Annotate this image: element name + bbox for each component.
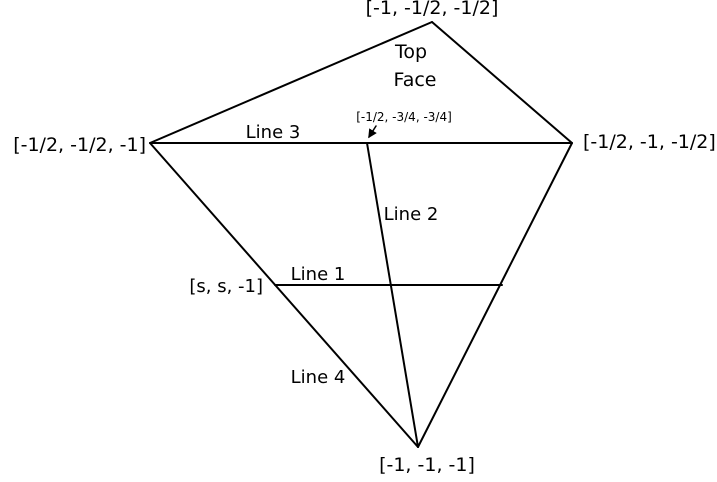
vertex-bottom-label: [-1, -1, -1] — [379, 454, 475, 476]
vertex-top-label: [-1, -1/2, -1/2] — [366, 0, 499, 19]
line-2-label: Line 2 — [384, 204, 439, 225]
line-1-label: Line 1 — [291, 264, 346, 285]
line-4-label: Line 4 — [291, 367, 346, 388]
vertex-left-label: [-1/2, -1/2, -1] — [13, 134, 146, 156]
face-label-top: Top — [394, 41, 427, 63]
point-label-line1: [s, s, -1] — [189, 276, 263, 297]
line-3-label: Line 3 — [246, 122, 301, 143]
vertex-right-label: [-1/2, -1, -1/2] — [583, 131, 716, 153]
line-2 — [366, 142, 419, 448]
edge-top-right — [431, 21, 573, 144]
edge-left-bottom — [149, 142, 419, 448]
edge-top-left — [149, 21, 433, 144]
face-label-face: Face — [394, 69, 437, 91]
pointer-arrow — [368, 125, 377, 139]
point-label-line3: [-1/2, -3/4, -3/4] — [356, 110, 452, 124]
edge-right-bottom — [417, 142, 573, 448]
